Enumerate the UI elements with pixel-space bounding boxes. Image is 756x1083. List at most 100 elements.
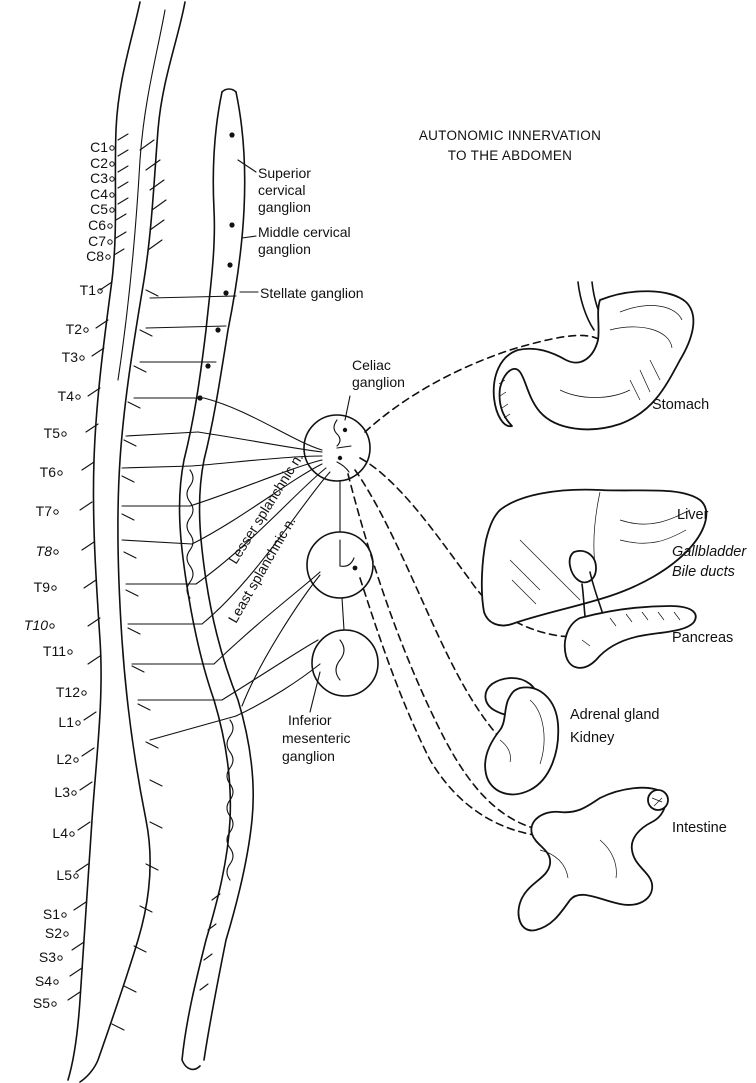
intestine-illustration (517, 786, 669, 932)
splanchnic-nerves (189, 397, 331, 717)
segment-root-ring (107, 239, 113, 245)
spinal-nerve-roots (67, 133, 167, 1031)
segment-label-t2: T2 (66, 321, 83, 337)
segment-label-l1: L1 (58, 714, 74, 730)
segment-label-s2: S2 (45, 925, 62, 941)
segment-label-t12: T12 (56, 684, 80, 700)
segment-root-ring (53, 979, 59, 985)
segment-label-s1: S1 (43, 906, 60, 922)
segment-root-ring (109, 161, 115, 167)
segment-root-ring (63, 931, 69, 937)
segment-label-t11: T11 (43, 643, 66, 659)
segment-label-t6: T6 (40, 464, 57, 480)
middle-cervical-label-2: ganglion (258, 241, 311, 257)
middle-cervical-label-1: Middle cervical (258, 224, 351, 240)
superior-cervical-label-2: cervical (258, 182, 305, 198)
stellate-label: Stellate ganglion (260, 285, 364, 301)
segment-label-t4: T4 (58, 388, 75, 404)
segment-label-t3: T3 (62, 349, 79, 365)
segment-root-ring (49, 623, 55, 629)
segment-root-ring (97, 288, 103, 294)
segment-root-ring (81, 690, 87, 696)
superior-cervical-label-3: ganglion (258, 199, 311, 215)
segment-root-ring (61, 431, 67, 437)
rami-communicantes (121, 295, 237, 741)
gallbladder-label: Gallbladder (672, 544, 747, 560)
liver-illustration (480, 488, 708, 627)
ganglion-labels: Superior cervical ganglion Middle cervic… (258, 165, 405, 764)
organ-labels: Stomach Liver Gallbladder Bile ducts Pan… (570, 397, 747, 836)
ganglion-connectors (241, 481, 345, 707)
segment-label-c8: C8 (86, 248, 104, 264)
segment-root-ring (109, 192, 115, 198)
segment-root-ring (105, 254, 111, 260)
spinal-cord (67, 1, 186, 1083)
pancreas-label: Pancreas (672, 630, 733, 646)
segment-root-ring (71, 790, 77, 796)
intestine-label: Intestine (672, 820, 727, 836)
diagram-title-line2: TO THE ABDOMEN (448, 148, 572, 163)
inferior-mesenteric-label-2: mesenteric (282, 730, 350, 746)
adrenal-gland-label: Adrenal gland (570, 707, 660, 723)
inferior-mesenteric-label-3: ganglion (282, 748, 335, 764)
segment-label-t7: T7 (36, 503, 53, 519)
segment-root-ring (79, 355, 85, 361)
segment-root-ring (51, 585, 57, 591)
celiac-label-1: Celiac (352, 357, 391, 373)
celiac-ganglion (303, 414, 371, 482)
segment-root-ring (53, 549, 59, 555)
segment-label-t1: T1 (80, 282, 97, 298)
adrenal-kidney-illustration (484, 677, 560, 796)
segment-label-s4: S4 (35, 973, 52, 989)
segment-root-ring (109, 207, 115, 213)
segment-root-ring (57, 955, 63, 961)
segment-label-c4: C4 (90, 186, 108, 202)
segment-label-c7: C7 (88, 233, 106, 249)
segment-root-ring (83, 327, 89, 333)
pancreas-illustration (563, 605, 697, 669)
segment-root-ring (57, 470, 63, 476)
segment-root-ring (53, 509, 59, 515)
segment-label-c3: C3 (90, 170, 108, 186)
segment-root-ring (69, 831, 75, 837)
segment-label-l2: L2 (56, 751, 72, 767)
segment-root-ring (109, 176, 115, 182)
segment-root-ring (67, 649, 73, 655)
least-splanchnic-label: Least splanchnic n. (225, 514, 299, 626)
segment-root-ring (61, 912, 67, 918)
segment-label-t10: T10 (24, 617, 48, 633)
segment-root-ring (107, 223, 113, 229)
inferior-mesenteric-ganglion (311, 629, 379, 697)
segment-label-c1: C1 (90, 139, 108, 155)
segment-label-t9: T9 (34, 579, 51, 595)
segment-labels: C1C2C3C4C5C6C7C8T1T2T3T4T5T6T7T8T9T10T11… (24, 139, 115, 1011)
stomach-label: Stomach (652, 397, 709, 413)
segment-label-t8: T8 (36, 543, 53, 559)
superior-cervical-label-1: Superior (258, 165, 311, 181)
segment-label-c2: C2 (90, 155, 108, 171)
leader-lines (237, 159, 351, 713)
liver-label: Liver (677, 507, 709, 523)
kidney-label: Kidney (570, 730, 615, 746)
segment-label-l5: L5 (56, 867, 72, 883)
segment-label-l3: L3 (54, 784, 70, 800)
segment-label-c5: C5 (90, 201, 108, 217)
diagram-title-line1: AUTONOMIC INNERVATION (419, 128, 601, 143)
stomach-illustration (492, 281, 695, 431)
segment-label-s5: S5 (33, 995, 50, 1011)
celiac-label-2: ganglion (352, 374, 405, 390)
bile-ducts-label: Bile ducts (672, 564, 735, 580)
segment-root-ring (51, 1001, 57, 1007)
segment-root-ring (109, 145, 115, 151)
superior-mesenteric-ganglion (306, 531, 374, 599)
segment-root-ring (75, 720, 81, 726)
segment-label-l4: L4 (52, 825, 68, 841)
segment-root-ring (75, 394, 81, 400)
segment-label-t5: T5 (44, 425, 61, 441)
sympathetic-trunk (178, 88, 254, 1071)
segment-label-s3: S3 (39, 949, 56, 965)
segment-root-ring (73, 873, 79, 879)
segment-label-c6: C6 (88, 217, 106, 233)
